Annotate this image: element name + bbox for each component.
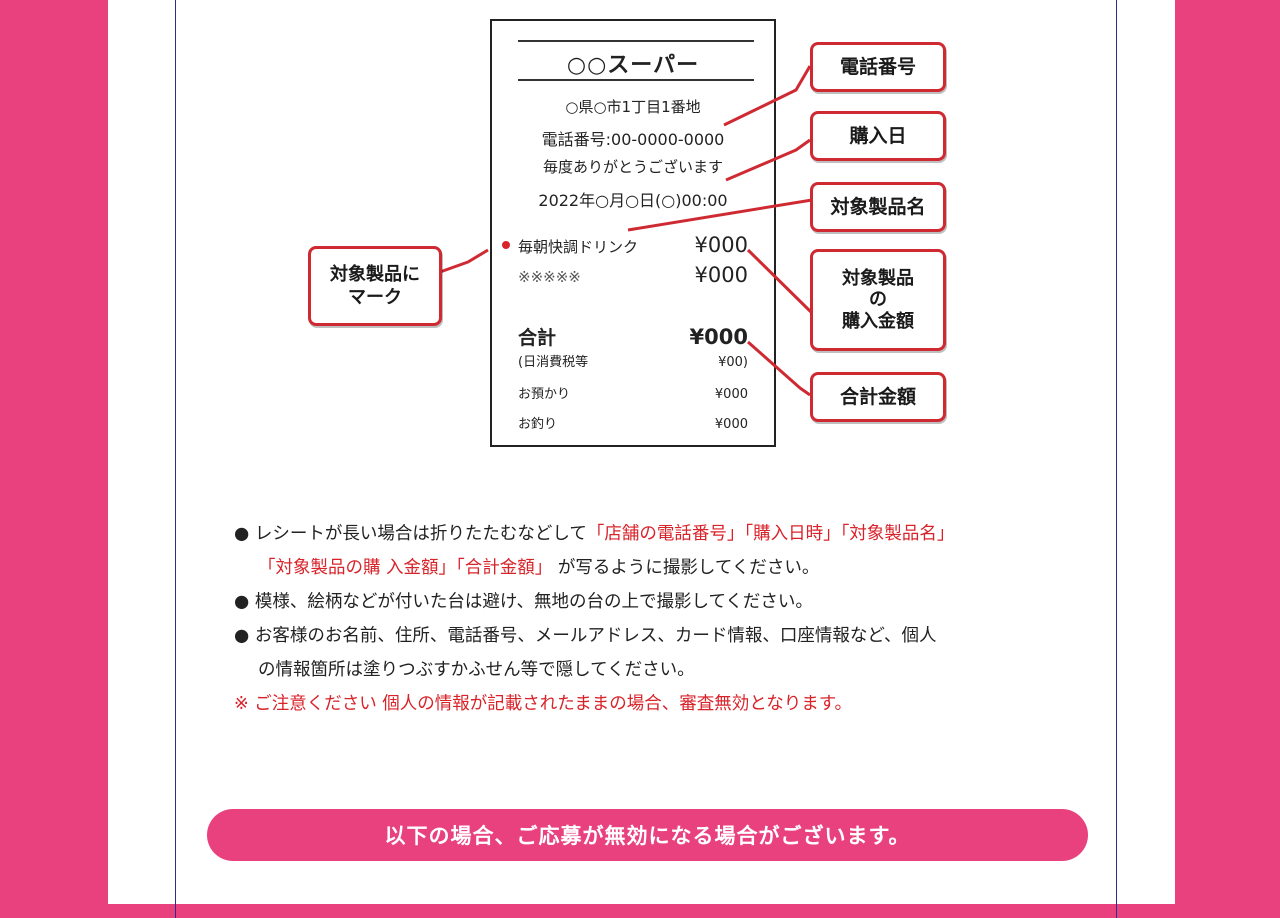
connector-phone	[723, 65, 812, 127]
bullet: ●	[234, 626, 250, 646]
note-text: お客様のお名前、住所、電話番号、メールアドレス、カード情報、口座情報など、個人	[254, 626, 937, 646]
deposit-label: お預かり	[518, 387, 571, 402]
warning-note: ※ ご注意ください 個人の情報が記載されたままの場合、審査無効となります。	[234, 694, 852, 714]
note-2: ● 模様、絵柄などが付いた台は避け、無地の台の上で撮影してください。	[234, 585, 1134, 619]
note-text: が写るように撮影してください。	[557, 558, 820, 578]
change-value: ¥000	[714, 417, 748, 432]
note-1-continued: 「対象製品の購 入金額」「合計金額」 が写るように撮影してください。	[234, 551, 1134, 585]
store-address: ○県○市1丁目1番地	[565, 98, 701, 116]
note-1: ● レシートが長い場合は折りたたむなどして「店舗の電話番号」「購入日時」「対象製…	[234, 517, 1134, 551]
store-phone: 電話番号:00-0000-0000	[541, 130, 725, 149]
callout-connectors	[439, 65, 814, 397]
content-panel: ○○スーパー ○県○市1丁目1番地 電話番号:00-0000-0000 毎度あり…	[108, 0, 1175, 918]
tax-value: ¥00)	[718, 355, 748, 370]
note-highlight: 「対象製品の購 入金額」「合計金額」	[258, 558, 553, 578]
bullet: ●	[234, 524, 250, 544]
store-name: ○○スーパー	[566, 53, 700, 78]
invalid-entry-banner: 以下の場合、ご応募が無効になる場合がございます。	[207, 809, 1088, 861]
bullet: ●	[234, 592, 250, 612]
connector-product-name	[627, 198, 814, 232]
tax-row: (日消費税等 ¥00)	[518, 351, 748, 370]
tax-label: (日消費税等	[518, 355, 589, 370]
callout-product-amount: 対象製品 の 購入金額	[810, 249, 946, 351]
note-text: の情報箇所は塗りつぶすかふせん等で隠してください。	[258, 660, 695, 680]
deposit-row: お預かり ¥000	[518, 383, 748, 402]
instruction-notes: ● レシートが長い場合は折りたたむなどして「店舗の電話番号」「購入日時」「対象製…	[234, 517, 1134, 721]
mark-dot	[502, 241, 510, 249]
purchase-datetime: 2022年○月○日(○)00:00	[538, 191, 728, 210]
callout-product-name: 対象製品名	[810, 182, 946, 232]
change-label: お釣り	[518, 417, 558, 432]
note-3-continued: の情報箇所は塗りつぶすかふせん等で隠してください。	[234, 653, 1134, 687]
note-highlight: 「店舗の電話番号」「購入日時」「対象製品名」	[586, 524, 955, 544]
callout-purchase-date: 購入日	[810, 111, 946, 161]
receipt-illustration: ○○スーパー ○県○市1丁目1番地 電話番号:00-0000-0000 毎度あり…	[490, 19, 776, 447]
connector-mark	[439, 248, 489, 274]
receipt-item: ※※※※※ ¥000	[518, 263, 748, 287]
item-name: 毎朝快調ドリンク	[518, 238, 639, 256]
note-3: ● お客様のお名前、住所、電話番号、メールアドレス、カード情報、口座情報など、個…	[234, 619, 1134, 653]
connector-date	[725, 138, 811, 182]
note-text: レシートが長い場合は折りたたむなどして	[254, 524, 587, 544]
callout-total-amount: 合計金額	[810, 372, 946, 422]
item-name: ※※※※※	[518, 268, 581, 286]
thanks-message: 毎度ありがとうございます	[542, 158, 723, 176]
deposit-value: ¥000	[714, 387, 748, 402]
change-row: お釣り ¥000	[518, 413, 748, 432]
item-price: ¥000	[694, 233, 748, 257]
connector-product-amount	[746, 248, 814, 322]
total-label: 合計	[518, 327, 557, 349]
item-price: ¥000	[694, 263, 748, 287]
callout-phone: 電話番号	[810, 42, 946, 92]
receipt-item: 毎朝快調ドリンク ¥000	[518, 233, 748, 257]
connector-total	[747, 340, 811, 397]
divider	[518, 40, 754, 42]
total-row: 合計 ¥000	[518, 323, 748, 350]
total-value: ¥000	[689, 325, 748, 349]
divider	[518, 79, 754, 81]
callout-mark: 対象製品に マーク	[308, 246, 442, 326]
note-text: 模様、絵柄などが付いた台は避け、無地の台の上で撮影してください。	[254, 592, 813, 612]
inner-border	[175, 0, 1117, 918]
